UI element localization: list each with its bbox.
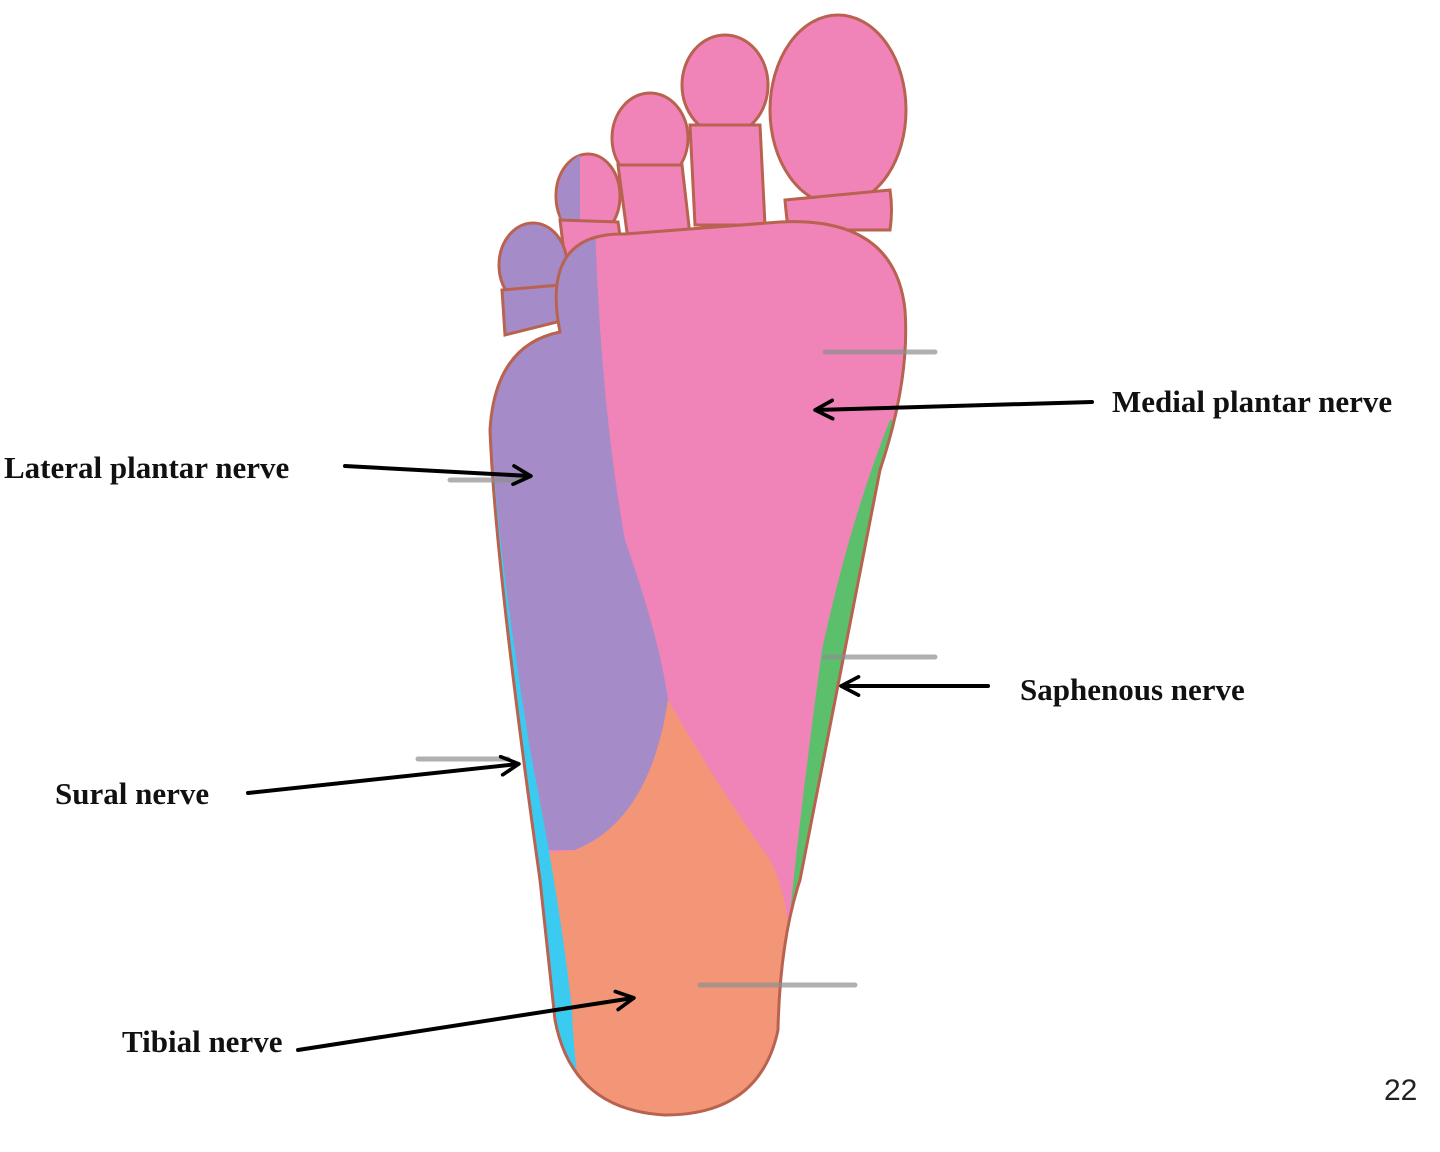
big-toe-base	[783, 188, 893, 233]
arrow-lateral-plantar	[343, 464, 533, 487]
label-sural-nerve: Sural nerve	[55, 776, 210, 811]
second-toe	[680, 33, 770, 137]
lateral-plantar-region	[490, 221, 668, 850]
label-lateral-plantar-nerve: Lateral plantar nerve	[4, 450, 290, 485]
leader-lines	[415, 349, 938, 988]
arrow-sural	[246, 754, 521, 795]
big-toe	[768, 13, 908, 207]
arrow-tibial	[296, 989, 636, 1052]
arrow-medial-plantar	[813, 398, 1094, 421]
page-number: 22	[1384, 1074, 1418, 1107]
arrows	[246, 398, 1094, 1052]
sole-outline	[488, 220, 908, 1117]
second-toe-base	[688, 123, 767, 227]
label-medial-plantar-nerve: Medial plantar nerve	[1112, 384, 1393, 419]
fourth-toe-lateral-half	[557, 155, 580, 238]
label-saphenous-nerve: Saphenous nerve	[1020, 672, 1245, 707]
label-tibial-nerve: Tibial nerve	[122, 1024, 283, 1059]
